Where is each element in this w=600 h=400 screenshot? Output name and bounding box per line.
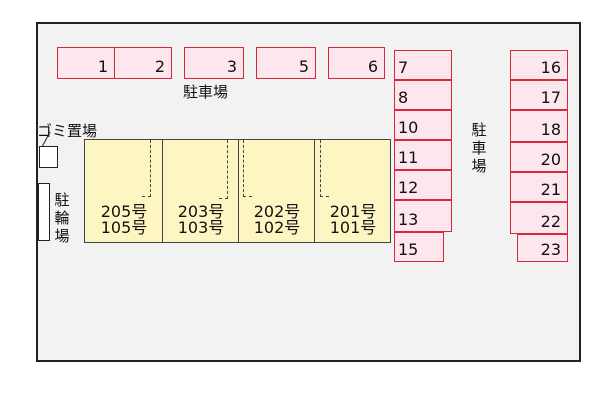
parking-space-20[interactable]: 20 [510,142,568,172]
unit-205-105[interactable]: 205号 105号 [86,204,162,236]
unit-201-101[interactable]: 201号 101号 [315,204,391,236]
parking-space-8[interactable]: 8 [394,80,452,110]
parking-number: 17 [540,88,561,107]
balcony-outline [320,140,329,197]
label-char: 駐 [471,121,487,139]
parking-number: 8 [398,88,409,107]
parking-space-22[interactable]: 22 [510,202,568,234]
label-char: 車 [471,139,487,157]
parking-number: 23 [540,240,561,259]
parking-number: 13 [398,210,419,229]
parking-space-12[interactable]: 12 [394,170,452,200]
unit-upper: 205号 [100,202,148,221]
parking-space-13[interactable]: 13 [394,200,452,232]
parking-area-label: 駐車場 [183,83,229,101]
parking-number: 2 [154,57,165,76]
unit-divider [162,140,163,242]
parking-number: 11 [398,148,419,167]
parking-space-3[interactable]: 3 [184,47,244,79]
parking-space-10[interactable]: 10 [394,110,452,140]
parking-number: 15 [398,240,419,259]
garbage-area-label: ゴミ置場 [37,122,98,140]
parking-number: 6 [367,57,378,76]
unit-202-102[interactable]: 202号 102号 [239,204,315,236]
bicycle-parking-area [38,183,50,241]
bicycle-parking-label: 駐 輪 場 [54,191,70,245]
parking-space-2[interactable]: 2 [114,47,172,79]
parking-number: 5 [298,57,309,76]
parking-space-6[interactable]: 6 [328,47,385,79]
parking-area-label-right: 駐 車 場 [471,121,487,175]
unit-upper: 203号 [177,202,225,221]
parking-space-1[interactable]: 1 [57,47,115,79]
parking-number: 10 [398,118,419,137]
apartment-building: 205号 105号 203号 103号 202号 102号 201号 101号 [84,139,391,243]
parking-number: 7 [398,58,409,77]
unit-divider [238,140,239,242]
parking-number: 3 [226,57,237,76]
balcony-outline [243,140,252,197]
parking-number: 1 [97,57,108,76]
parking-number: 16 [540,58,561,77]
parking-space-15[interactable]: 15 [394,232,444,262]
unit-lower: 105号 [100,218,148,237]
label-char: 輪 [54,209,70,227]
unit-lower: 103号 [177,218,225,237]
label-char: 駐 [54,191,70,209]
parking-number: 22 [540,212,561,231]
balcony-outline [142,140,151,197]
parking-space-21[interactable]: 21 [510,172,568,202]
unit-upper: 202号 [253,202,301,221]
parking-space-17[interactable]: 17 [510,80,568,110]
balcony-outline [219,140,228,199]
label-char: 場 [471,157,487,175]
parking-space-23[interactable]: 23 [517,234,568,262]
parking-space-7[interactable]: 7 [394,50,452,80]
garbage-area [39,146,58,168]
parking-space-16[interactable]: 16 [510,50,568,80]
unit-lower: 101号 [329,218,377,237]
unit-divider [314,140,315,242]
unit-203-103[interactable]: 203号 103号 [163,204,239,236]
unit-lower: 102号 [253,218,301,237]
unit-upper: 201号 [329,202,377,221]
label-char: 場 [54,227,70,245]
parking-space-5[interactable]: 5 [256,47,316,79]
parking-space-11[interactable]: 11 [394,140,452,170]
parking-number: 18 [540,120,561,139]
parking-number: 21 [540,180,561,199]
parking-number: 20 [540,150,561,169]
leader-line [41,131,51,148]
parking-number: 12 [398,178,419,197]
parking-space-18[interactable]: 18 [510,110,568,142]
